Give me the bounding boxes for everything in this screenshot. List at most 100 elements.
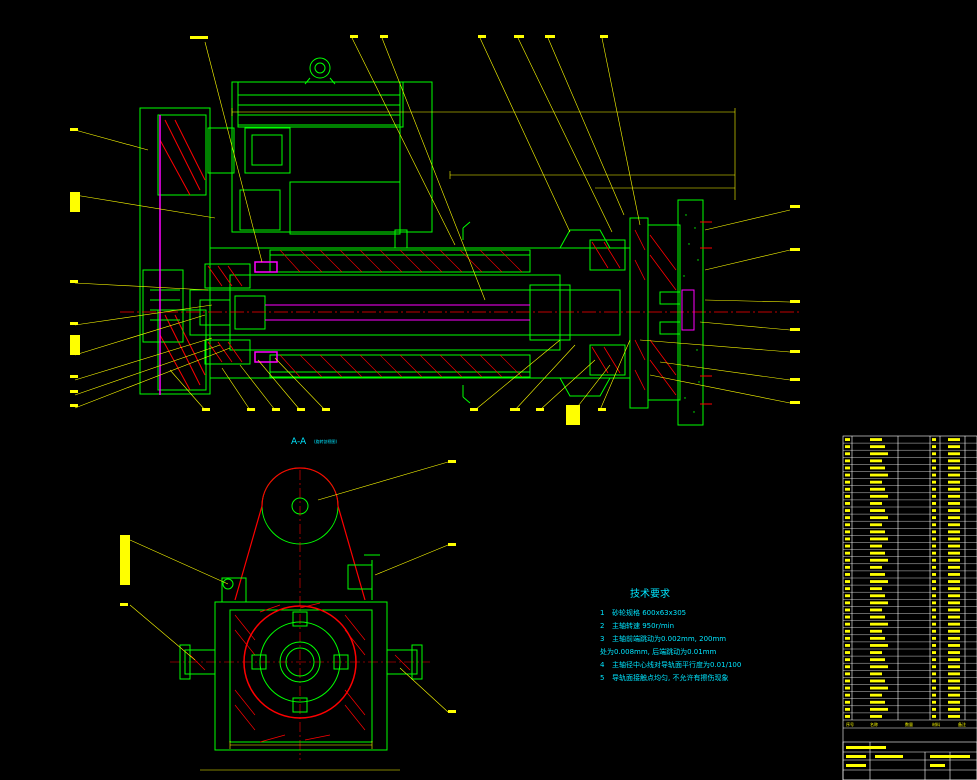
parts-row-mark bbox=[845, 587, 850, 591]
parts-row-mark bbox=[845, 594, 850, 598]
parts-row-mark bbox=[845, 615, 850, 619]
parts-row-mark bbox=[932, 452, 936, 456]
parts-row-mark bbox=[870, 459, 882, 463]
parts-row-mark bbox=[870, 644, 888, 647]
parts-row-mark bbox=[948, 494, 960, 498]
parts-row-mark bbox=[845, 573, 850, 576]
parts-row-mark bbox=[845, 686, 850, 690]
parts-row-mark bbox=[932, 565, 936, 569]
parts-row-mark bbox=[932, 693, 936, 697]
parts-row-mark bbox=[845, 565, 850, 569]
parts-row-mark bbox=[932, 573, 936, 576]
parts-row-mark bbox=[948, 707, 960, 711]
parts-row-mark bbox=[932, 530, 936, 534]
tech-req-no-4: 4 bbox=[600, 661, 605, 669]
tech-req-text-5: 导轨面接触点均匀, 不允许有擦伤现象 bbox=[612, 673, 728, 682]
parts-row-mark bbox=[948, 651, 960, 654]
parts-row-mark bbox=[845, 629, 850, 633]
parts-row-mark bbox=[932, 516, 936, 520]
parts-row-mark bbox=[932, 608, 936, 612]
parts-row-mark bbox=[948, 551, 960, 555]
parts-row-mark bbox=[870, 565, 882, 569]
parts-row-mark bbox=[870, 651, 882, 654]
parts-row-mark bbox=[870, 686, 888, 690]
parts-row-mark bbox=[870, 544, 882, 548]
parts-row-mark bbox=[845, 452, 850, 456]
parts-row-mark bbox=[845, 622, 850, 626]
parts-row-mark bbox=[948, 672, 960, 676]
lock-nuts bbox=[254, 261, 278, 363]
tech-req-text-3: 主轴前端跳动为0.002mm, 200mm bbox=[612, 634, 726, 643]
parts-row-mark bbox=[932, 587, 936, 591]
parts-row-mark bbox=[932, 700, 936, 704]
main-section-view bbox=[70, 35, 800, 426]
parts-row-mark bbox=[845, 438, 850, 441]
leader-lines bbox=[74, 37, 791, 411]
guide-blocks bbox=[251, 611, 349, 713]
parts-row-mark bbox=[932, 715, 936, 718]
left-pulley bbox=[139, 107, 211, 395]
parts-row-mark bbox=[948, 558, 960, 562]
parts-row-mark bbox=[870, 537, 888, 541]
parts-row-mark bbox=[845, 445, 850, 449]
wheel-flange bbox=[629, 199, 704, 426]
parts-row-mark bbox=[870, 494, 888, 498]
parts-row-mark bbox=[845, 523, 850, 527]
spindle-housing-ring bbox=[243, 605, 357, 719]
parts-row-mark bbox=[870, 587, 882, 591]
parts-row-mark bbox=[932, 636, 936, 640]
parts-row-mark bbox=[932, 537, 936, 541]
parts-row-mark bbox=[948, 615, 960, 619]
parts-row-mark bbox=[845, 516, 850, 520]
parts-row-mark bbox=[870, 665, 888, 669]
parts-row-mark bbox=[845, 601, 850, 605]
section-aa-hatching bbox=[189, 602, 411, 743]
bearings bbox=[204, 239, 626, 376]
parts-row-mark bbox=[932, 651, 936, 654]
parts-row-mark bbox=[932, 445, 936, 449]
parts-row-mark bbox=[845, 509, 850, 512]
parts-row-mark bbox=[870, 658, 885, 662]
parts-row-mark bbox=[932, 544, 936, 548]
parts-row-mark bbox=[845, 707, 850, 711]
parts-row-mark bbox=[948, 587, 960, 591]
parts-row-mark bbox=[948, 537, 960, 541]
parts-row-mark bbox=[932, 601, 936, 605]
parts-row-mark bbox=[870, 530, 885, 534]
wheel-hatching bbox=[634, 229, 677, 396]
parts-row-mark bbox=[845, 494, 850, 498]
parts-row-mark bbox=[845, 644, 850, 647]
parts-row-mark bbox=[845, 679, 850, 683]
parts-row-mark bbox=[845, 636, 850, 640]
parts-row-mark bbox=[870, 707, 888, 711]
parts-row-mark bbox=[932, 494, 936, 498]
section-aa-view: A-A (旋转剖视图) bbox=[120, 437, 456, 771]
parts-row-mark bbox=[948, 573, 960, 576]
parts-row-mark bbox=[870, 672, 882, 676]
spindle-shaft bbox=[189, 284, 621, 341]
section-aa-callouts bbox=[120, 460, 456, 713]
parts-row-mark bbox=[870, 487, 885, 491]
parts-row-mark bbox=[948, 594, 960, 598]
parts-row-mark bbox=[948, 700, 960, 704]
parts-row-mark bbox=[870, 693, 882, 697]
parts-row-mark bbox=[870, 629, 882, 633]
parts-row-mark bbox=[870, 502, 882, 505]
parts-row-mark bbox=[948, 601, 960, 605]
dimension-lines bbox=[231, 108, 736, 200]
parts-row-mark bbox=[870, 636, 885, 640]
bearing-hatching bbox=[207, 241, 621, 374]
parts-row-mark bbox=[948, 644, 960, 647]
parts-row-mark bbox=[870, 580, 888, 583]
parts-row-mark bbox=[948, 487, 960, 491]
parts-row-mark bbox=[932, 502, 936, 505]
parts-row-mark bbox=[932, 658, 936, 662]
parts-row-mark bbox=[948, 516, 960, 520]
parts-row-mark bbox=[845, 459, 850, 463]
tech-req-text-2: 主轴转速 950r/min bbox=[612, 621, 674, 630]
parts-row-mark bbox=[870, 509, 885, 512]
tech-req-text-4: 主轴径中心线对导轨面平行度为0.01/100 bbox=[612, 660, 741, 669]
parts-list-table bbox=[842, 435, 977, 780]
parts-row-mark bbox=[845, 580, 850, 583]
